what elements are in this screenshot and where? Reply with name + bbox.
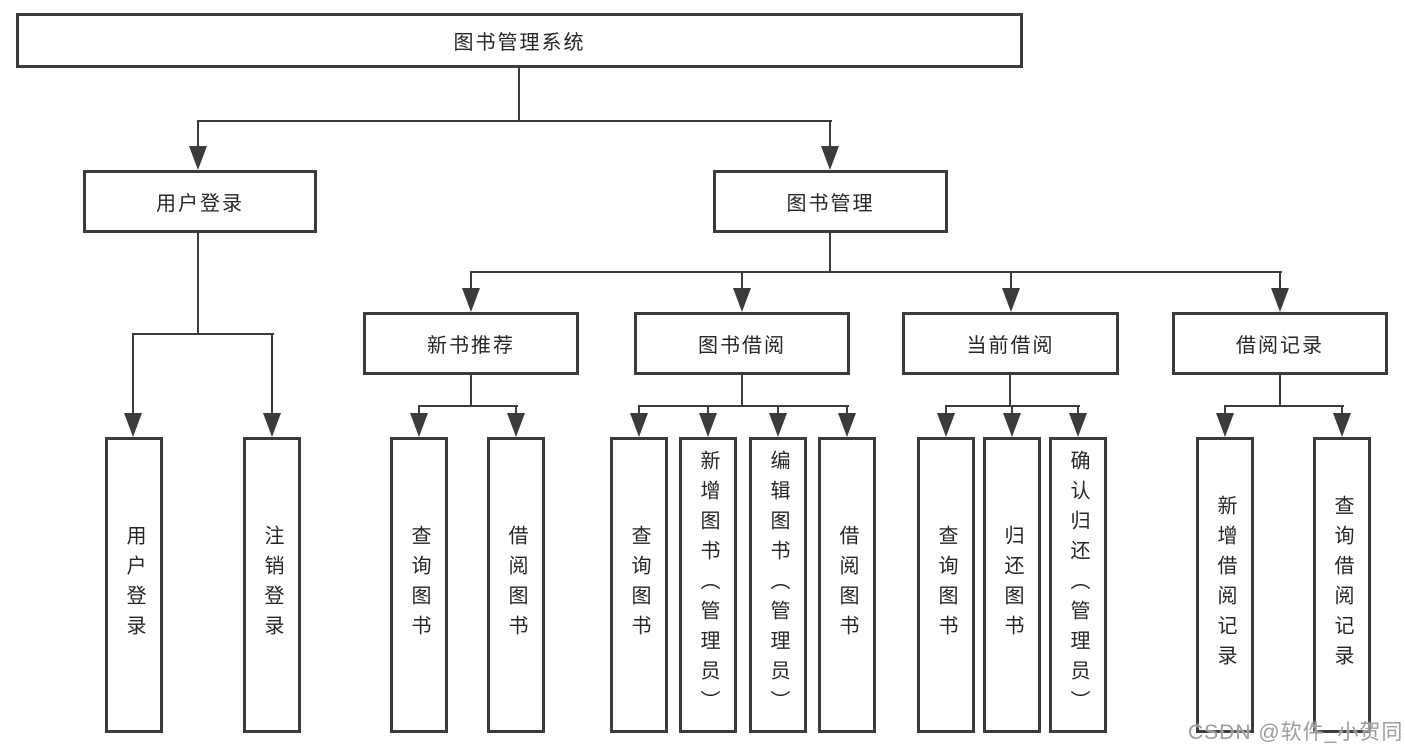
connector-arrow-down	[1002, 272, 1020, 312]
node-label: 新增借阅记录	[1214, 495, 1236, 675]
connector-hline	[418, 405, 518, 407]
node-book-management: 图书管理	[713, 170, 948, 233]
node-label: 编辑图书（管理员）	[767, 450, 789, 720]
node-library-management-system: 图书管理系统	[16, 13, 1023, 68]
node-new-book-recommend: 新书推荐	[363, 312, 579, 375]
node-label: 查询借阅记录	[1331, 495, 1353, 675]
connector-arrow-down	[507, 406, 525, 437]
connector-arrow-down	[1333, 406, 1351, 437]
connector-vline	[1009, 375, 1011, 407]
node-label: 确认归还（管理员）	[1067, 450, 1089, 720]
connector-vline	[741, 375, 743, 407]
node-user-login-group: 用户登录	[83, 170, 317, 233]
node-login: 用户登录	[105, 437, 163, 733]
connector-hline	[638, 405, 849, 407]
connector-arrow-down	[462, 272, 480, 312]
connector-arrow-down	[699, 406, 717, 437]
connector-hline	[197, 120, 832, 122]
node-label: 图书管理	[786, 193, 875, 215]
connector-vline	[1279, 375, 1281, 407]
node-label: 查询图书	[408, 525, 430, 645]
node-add-borrow-record: 新增借阅记录	[1196, 437, 1254, 733]
node-current-borrowing: 当前借阅	[902, 312, 1119, 375]
connector-arrow-down	[1069, 406, 1087, 437]
connector-arrow-down	[937, 406, 955, 437]
node-query-borrow-record: 查询借阅记录	[1313, 437, 1371, 733]
connector-arrow-down	[821, 121, 839, 170]
node-label: 用户登录	[123, 525, 145, 645]
connector-arrow-down	[733, 272, 751, 312]
watermark: CSDN @软件_小贺同学	[1188, 721, 1405, 744]
connector-arrow-down	[189, 121, 207, 170]
node-confirm-return-admin: 确认归还（管理员）	[1049, 437, 1107, 733]
node-return-book: 归还图书	[983, 437, 1041, 733]
node-borrow-books-recommend: 借阅图书	[487, 437, 545, 733]
connector-vline	[518, 68, 520, 122]
connector-vline	[197, 233, 199, 335]
node-label: 查询图书	[628, 525, 650, 645]
connector-arrow-down	[1216, 406, 1234, 437]
connector-arrow-down	[769, 406, 787, 437]
node-label: 借阅图书	[505, 525, 527, 645]
connector-arrow-down	[263, 334, 281, 437]
connector-arrow-down	[1271, 272, 1289, 312]
connector-arrow-down	[410, 406, 428, 437]
node-book-borrowing: 图书借阅	[634, 312, 850, 375]
connector-vline	[470, 375, 472, 407]
node-add-book-admin: 新增图书（管理员）	[679, 437, 737, 733]
node-label: 新书推荐	[427, 335, 515, 357]
node-query-books-borrowing: 查询图书	[610, 437, 668, 733]
node-logout: 注销登录	[243, 437, 301, 733]
connector-hline	[132, 333, 274, 335]
node-label: 注销登录	[261, 525, 283, 645]
node-borrow-books: 借阅图书	[818, 437, 876, 733]
connector-vline	[829, 233, 831, 273]
connector-hline	[1224, 405, 1344, 407]
connector-arrow-down	[630, 406, 648, 437]
connector-arrow-down	[124, 334, 142, 437]
node-label: 当前借阅	[966, 335, 1055, 357]
connector-arrow-down	[838, 406, 856, 437]
node-label: 归还图书	[1001, 525, 1023, 645]
connector-hline	[470, 271, 1282, 273]
node-label: 查询图书	[935, 525, 957, 645]
connector-arrow-down	[1003, 406, 1021, 437]
node-label: 借阅记录	[1236, 335, 1324, 357]
node-edit-book-admin: 编辑图书（管理员）	[749, 437, 807, 733]
node-label: 用户登录	[156, 193, 244, 215]
node-borrowing-records: 借阅记录	[1172, 312, 1388, 375]
node-label: 新增图书（管理员）	[697, 450, 719, 720]
node-label: 借阅图书	[836, 525, 858, 645]
node-query-books-current: 查询图书	[917, 437, 975, 733]
node-label: 图书借阅	[698, 335, 786, 357]
node-label: 图书管理系统	[453, 32, 586, 54]
node-query-books-recommend: 查询图书	[390, 437, 448, 733]
